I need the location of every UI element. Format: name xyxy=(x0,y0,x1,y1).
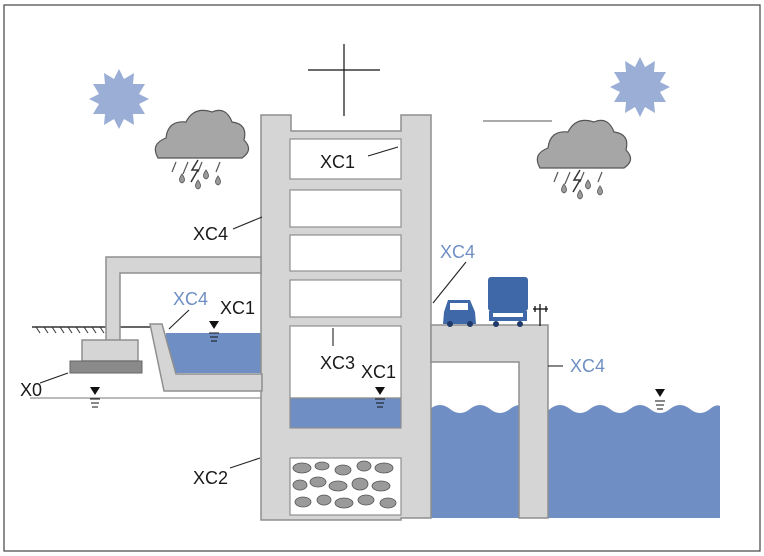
label-xc1-top: XC1 xyxy=(320,152,355,172)
leader-lines xyxy=(39,146,563,469)
gravel-stones xyxy=(292,460,397,509)
label-xc4-left: XC4 xyxy=(193,224,228,244)
truck-icon xyxy=(488,277,528,327)
ground-hatch xyxy=(35,326,105,334)
label-xc1-pool: XC1 xyxy=(220,298,255,318)
river-water xyxy=(430,405,720,518)
footing-base xyxy=(69,360,143,374)
label-x0: X0 xyxy=(20,380,42,400)
label-xc4-pier: XC4 xyxy=(570,356,605,376)
pool-water xyxy=(166,333,262,373)
label-xc4-bridge: XC4 xyxy=(440,242,475,262)
road-sign xyxy=(533,304,548,326)
bridge xyxy=(430,324,549,519)
roof-cross xyxy=(308,44,380,116)
basement-water xyxy=(289,397,402,429)
ramp-trough xyxy=(149,323,263,392)
car-icon xyxy=(443,300,476,327)
building-floors xyxy=(289,138,402,399)
label-xc2: XC2 xyxy=(193,468,228,488)
label-xc4-ramp: XC4 xyxy=(173,289,208,309)
label-xc1-basement: XC1 xyxy=(361,362,396,382)
label-xc3: XC3 xyxy=(320,353,355,373)
column-footing xyxy=(81,339,139,362)
